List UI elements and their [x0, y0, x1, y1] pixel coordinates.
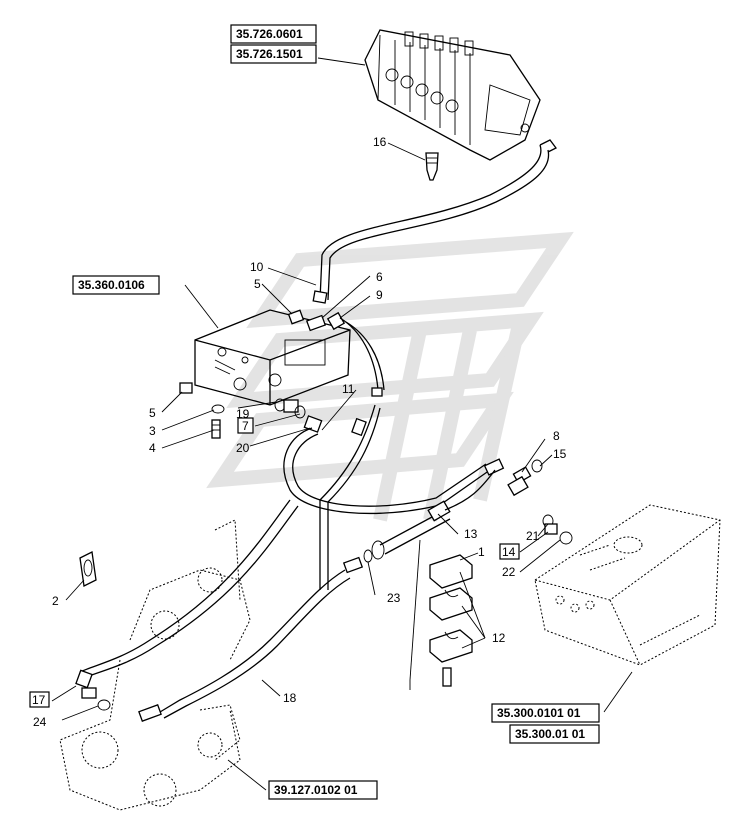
hose-clip-2 — [79, 551, 97, 587]
label-4: 4 — [149, 441, 156, 455]
valve-block — [194, 309, 351, 406]
label-20: 20 — [236, 441, 250, 455]
hydraulic-tank — [534, 504, 721, 666]
label-19: 19 — [236, 407, 250, 421]
label-5-lower: 5 — [149, 406, 156, 420]
boxed-item-14[interactable]: 14 — [499, 543, 520, 560]
svg-text:17: 17 — [32, 693, 46, 707]
ref-tank-a[interactable]: 35.300.0101 01 — [491, 703, 600, 723]
label-8: 8 — [553, 429, 560, 443]
label-18: 18 — [283, 691, 297, 705]
label-6: 6 — [376, 270, 383, 284]
fittings-lower-left — [179, 382, 225, 439]
label-24: 24 — [33, 715, 47, 729]
hose-10 — [312, 139, 557, 304]
label-12: 12 — [492, 631, 506, 645]
fitting-16 — [425, 152, 439, 181]
label-22: 22 — [502, 565, 516, 579]
label-16: 16 — [373, 135, 387, 149]
label-3: 3 — [149, 424, 156, 438]
label-11: 11 — [342, 382, 355, 396]
fitting-23 — [342, 549, 373, 574]
label-21: 21 — [526, 529, 540, 543]
label-1: 1 — [478, 545, 485, 559]
hose-13 — [371, 469, 496, 560]
label-10: 10 — [250, 260, 264, 274]
ref-control-valve-b[interactable]: 35.726.1501 — [230, 44, 317, 64]
boxed-item-7[interactable]: 7 — [237, 417, 254, 434]
svg-text:14: 14 — [502, 545, 516, 559]
svg-text:35.726.0601: 35.726.0601 — [236, 27, 303, 41]
svg-text:35.360.0106: 35.360.0106 — [78, 278, 145, 292]
swing-unit — [59, 519, 251, 811]
leader-lines — [51, 267, 633, 791]
svg-text:35.726.1501: 35.726.1501 — [236, 47, 303, 61]
control-valve — [364, 29, 541, 161]
clamp-assembly — [409, 539, 473, 690]
leader-control-valve — [317, 57, 366, 66]
ref-valve-block[interactable]: 35.360.0106 — [72, 275, 160, 295]
boxed-item-17[interactable]: 17 — [29, 691, 50, 708]
label-15: 15 — [553, 447, 567, 461]
label-2: 2 — [52, 594, 59, 608]
label-9: 9 — [376, 288, 383, 302]
watermark-logo — [206, 231, 574, 522]
svg-text:7: 7 — [242, 419, 249, 433]
label-5-upper: 5 — [254, 277, 261, 291]
label-23: 23 — [387, 591, 401, 605]
label-13: 13 — [464, 527, 478, 541]
ref-tank-b[interactable]: 35.300.01 01 — [509, 724, 600, 744]
svg-text:35.300.01 01: 35.300.01 01 — [515, 727, 585, 741]
svg-text:35.300.0101 01: 35.300.0101 01 — [497, 706, 581, 720]
hose-18 — [75, 499, 351, 722]
svg-text:39.127.0102 01: 39.127.0102 01 — [274, 783, 358, 797]
part-labels: 16 10 5 6 9 5 3 4 19 20 11 8 15 13 1 21 … — [33, 135, 567, 729]
fittings-right — [507, 459, 573, 545]
fittings-upper — [287, 309, 385, 397]
hose-11 — [283, 404, 505, 590]
ref-swing-unit[interactable]: 39.127.0102 01 — [268, 780, 378, 800]
ref-control-valve-a[interactable]: 35.726.0601 — [230, 24, 317, 44]
